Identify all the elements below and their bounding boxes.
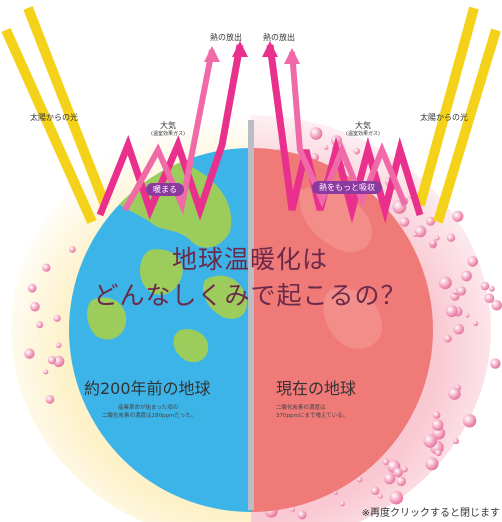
gas-bubble <box>389 490 404 505</box>
heat-release-label-1: 熱の放出 <box>210 33 242 42</box>
gas-bubble <box>340 501 345 507</box>
heat-arrow-path <box>96 44 244 221</box>
gas-bubble <box>444 334 452 343</box>
gas-bubble <box>446 233 456 242</box>
gas-bubble <box>432 411 441 419</box>
gas-bubble <box>69 246 76 253</box>
gas-bubble <box>456 286 467 296</box>
atmosphere-sub-left: (温室効果ガス) <box>151 131 185 137</box>
now-note-1: 二酸化炭素の濃度は <box>276 405 326 411</box>
atmosphere-sub-right: (温室効果ガス) <box>346 131 380 137</box>
gas-bubble <box>453 323 464 335</box>
atmosphere-label-right: 大気 <box>355 121 371 130</box>
arrow-head <box>262 41 278 57</box>
gas-bubble <box>353 148 360 155</box>
gas-bubble <box>434 235 440 241</box>
gas-bubble <box>425 457 439 471</box>
gas-bubble <box>356 476 363 483</box>
gas-bubble <box>426 216 436 226</box>
atmosphere-label-left: 大気 <box>160 121 176 130</box>
heat-arrow-path <box>122 49 215 216</box>
arrow-head <box>204 46 220 62</box>
gas-bubble <box>42 263 51 272</box>
gas-bubble <box>465 313 470 318</box>
gas-bubble <box>55 342 62 349</box>
now-note-2: 370ppmにまで増えている。 <box>276 413 349 419</box>
gas-bubble <box>473 320 479 327</box>
gas-bubble <box>484 293 495 304</box>
title-line-2: どんなしくみで起こるの？ <box>93 281 407 310</box>
past-note-2: 二酸化炭素の濃度は280ppmだった。 <box>102 413 197 419</box>
gas-bubble <box>30 301 40 312</box>
gas-bubble <box>452 210 464 222</box>
sunbeams <box>1 6 501 225</box>
gas-bubble <box>445 305 458 318</box>
gas-bubble <box>435 449 442 457</box>
gas-bubble <box>452 438 459 445</box>
gas-bubble <box>396 476 407 487</box>
past-era-title: 約200年前の地球 <box>84 379 211 398</box>
arrow-head <box>232 41 248 57</box>
gas-bubble <box>423 434 438 448</box>
gas-bubble <box>431 419 444 431</box>
gas-bubble <box>393 467 404 478</box>
sunlight-label-left: 太陽からの光 <box>30 113 78 122</box>
gas-bubble <box>27 283 37 293</box>
gas-bubble <box>290 507 295 512</box>
gas-bubble <box>462 414 477 428</box>
gas-bubble <box>429 239 437 247</box>
gas-bubble <box>461 270 472 282</box>
gas-bubble <box>414 225 427 238</box>
gas-bubble <box>371 486 380 496</box>
gas-bubble <box>490 358 501 369</box>
gas-bubble <box>24 348 35 359</box>
close-hint[interactable]: ※再度クリックすると閉じます <box>361 508 500 519</box>
heat-release-label-2: 熱の放出 <box>263 33 295 42</box>
sunlight-label-right: 太陽からの光 <box>420 113 468 122</box>
heat-arrows <box>96 41 424 224</box>
gas-bubble <box>323 145 329 150</box>
gas-bubble <box>43 369 49 375</box>
gas-bubble <box>45 395 55 404</box>
divider <box>248 120 254 510</box>
gas-bubble <box>401 466 408 473</box>
gas-bubble <box>480 281 490 291</box>
gas-bubble <box>438 276 452 290</box>
absorb-more-pill: 熱をもっと吸収 <box>312 181 382 194</box>
heat-arrow-path <box>289 51 408 209</box>
gas-bubble <box>309 127 323 140</box>
gas-bubble <box>297 510 307 520</box>
gas-bubble <box>53 314 61 322</box>
gas-bubble <box>47 355 57 365</box>
arrow-head <box>284 48 300 64</box>
gas-bubble <box>378 493 383 499</box>
gas-bubble <box>36 321 44 329</box>
past-note-1: 産業革命が始まった頃の <box>118 405 179 411</box>
gas-bubble <box>491 300 502 311</box>
gas-bubble <box>448 387 461 400</box>
now-era-title: 現在の地球 <box>276 379 357 398</box>
gas-bubble <box>412 232 418 237</box>
gas-bubble <box>489 285 495 292</box>
warm-pill: 暖まる <box>146 183 184 196</box>
title-line-1: 地球温暖化は <box>171 245 328 274</box>
gas-bubble <box>382 458 390 466</box>
gas-bubble <box>383 472 396 485</box>
gas-bubble <box>467 256 479 267</box>
gas-bubble <box>399 216 410 227</box>
